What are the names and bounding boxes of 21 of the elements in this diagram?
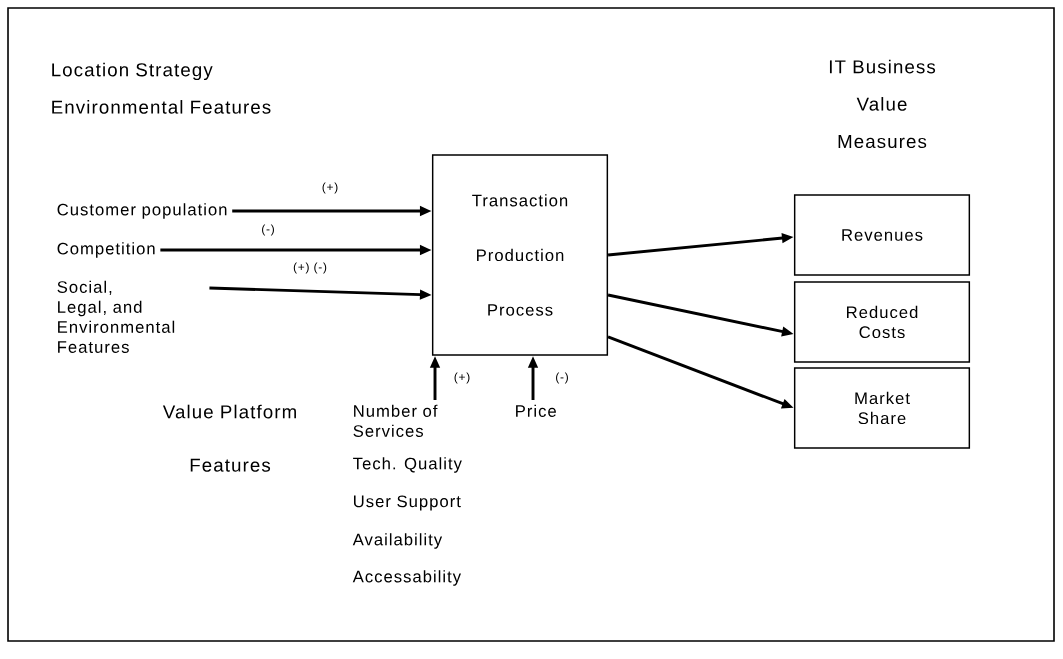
text-label: Tech. Quality <box>353 457 462 473</box>
text-label: Number of Services <box>353 404 438 437</box>
text-label: Social, Legal, and Environmental Features <box>57 280 175 353</box>
edge-label: (+) <box>322 182 338 194</box>
measure-box: Revenues <box>793 194 971 276</box>
edge-label: (+) <box>454 372 470 384</box>
process-box: Transaction Production Process <box>431 154 609 356</box>
text-label: Accessability <box>352 570 461 586</box>
edge-label: (+) (-) <box>293 262 327 274</box>
text-label: User Support <box>354 495 461 511</box>
text-label: Price <box>516 404 556 417</box>
heading: Value Platform Features <box>162 404 296 472</box>
edge-label: (-) <box>556 372 568 384</box>
text-label: Competition <box>57 242 155 258</box>
text-label: Availability <box>352 533 443 549</box>
edge-label: (-) <box>262 224 274 236</box>
measure-box: Reduced Costs <box>793 281 971 363</box>
measure-box: Market Share <box>793 367 971 449</box>
text-label: Customer population <box>57 203 227 219</box>
heading: IT Business Value Measures <box>829 59 936 149</box>
heading: Location Strategy Environmental Features <box>52 62 271 114</box>
